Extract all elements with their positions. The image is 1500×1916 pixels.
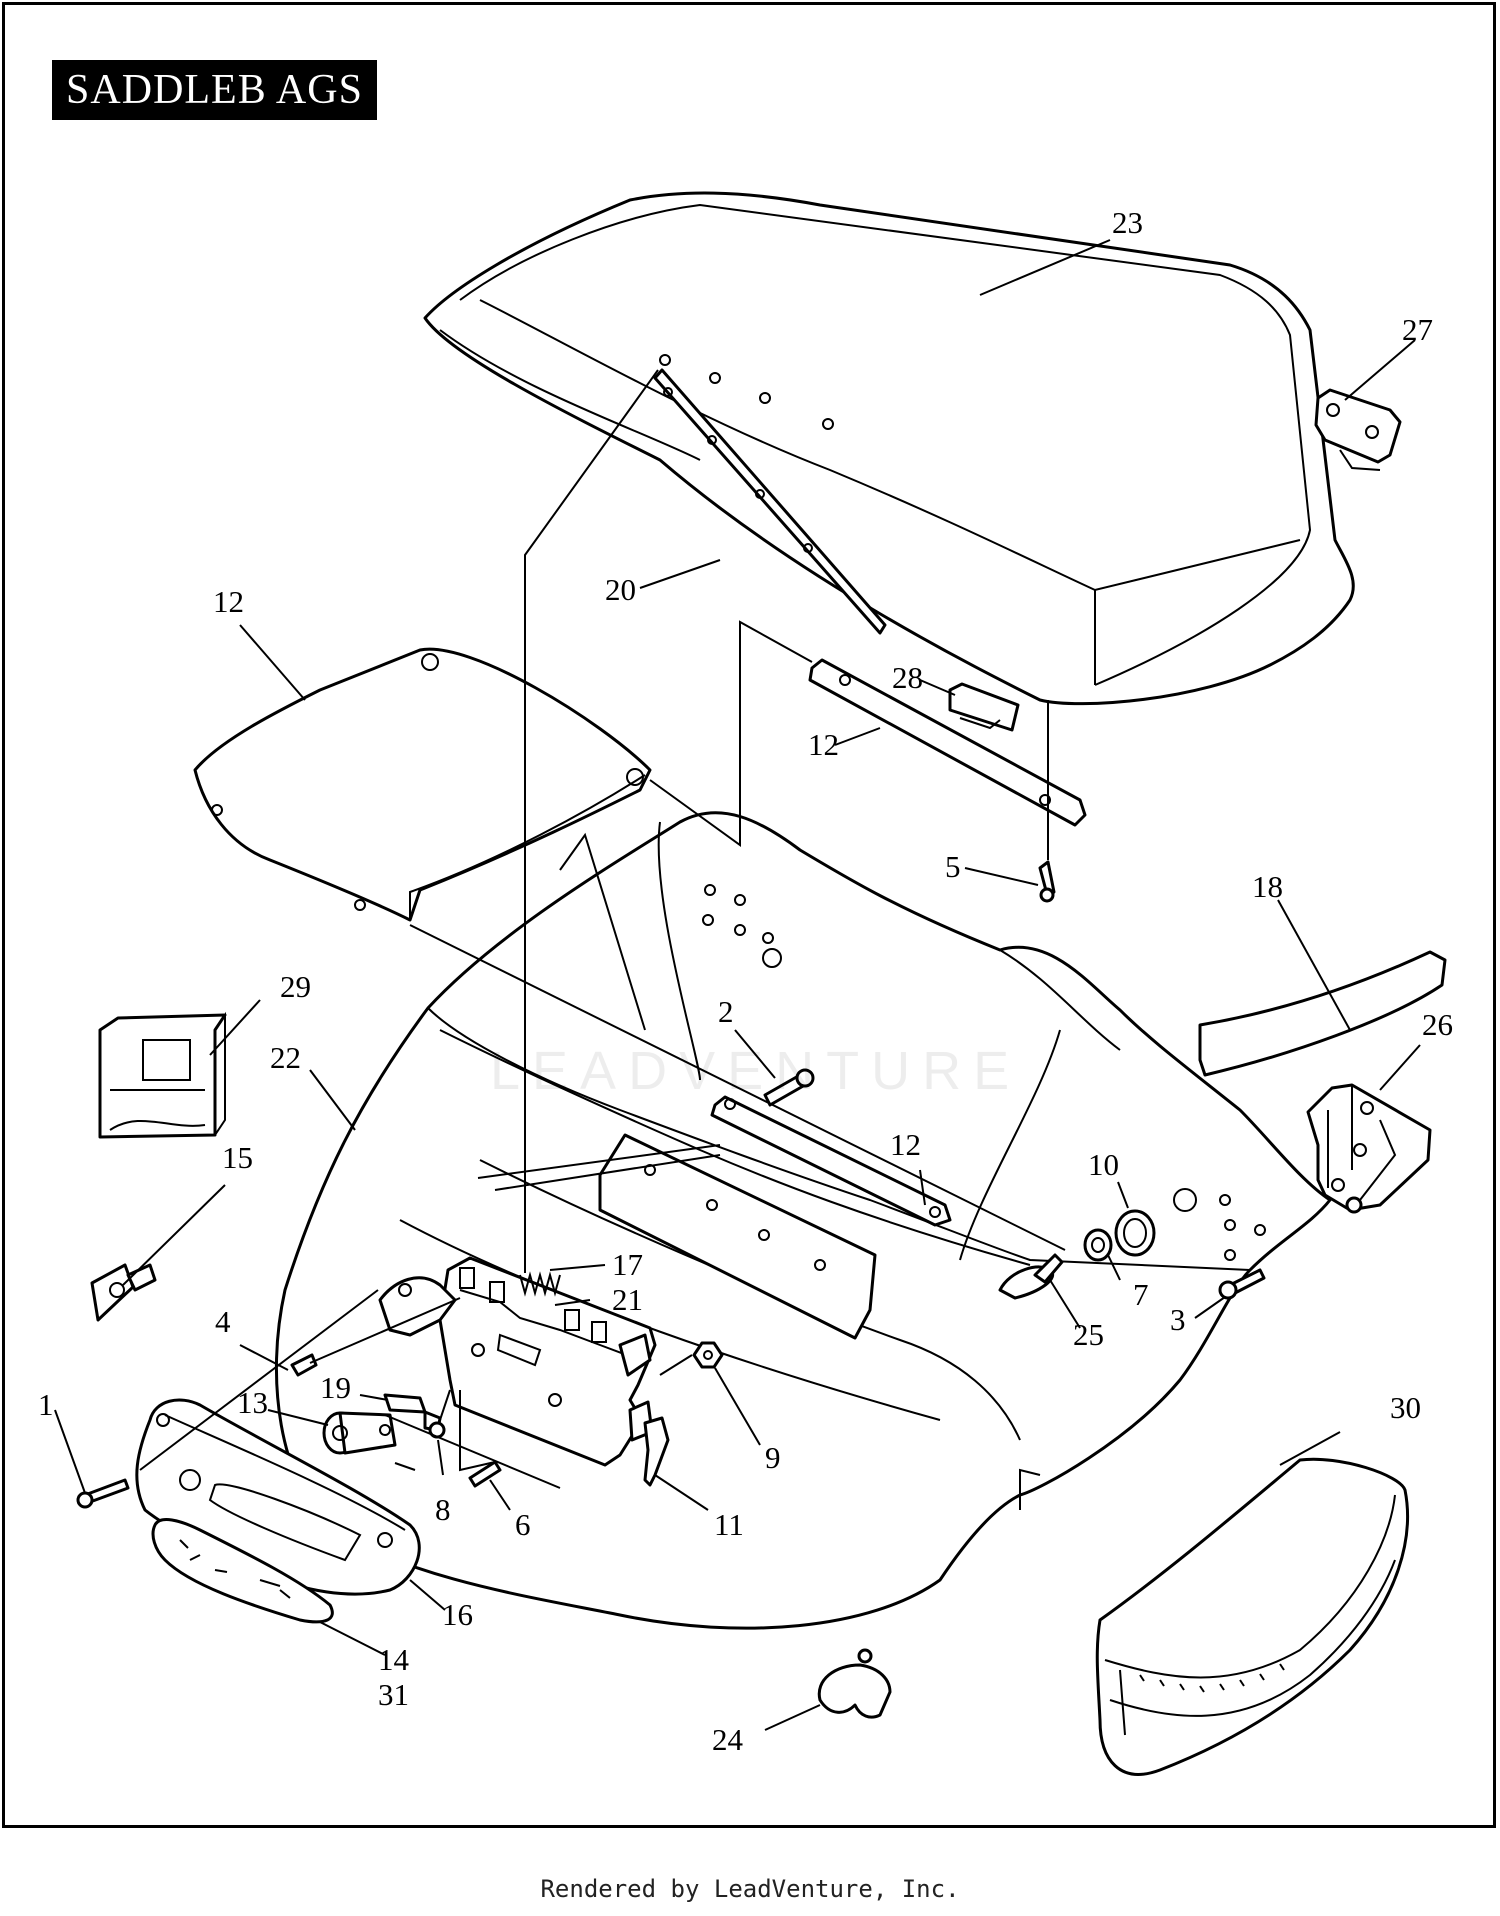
callout-23: 23 (1112, 205, 1143, 240)
inner-panel-part (598, 1133, 877, 1340)
watermark: LEADVENTURE (490, 1041, 1022, 1101)
clip-19-part (383, 1393, 442, 1432)
callout-27: 27 (1402, 312, 1433, 347)
lid-part (423, 191, 1355, 706)
washer-7-part (1083, 1228, 1113, 1262)
callout-31: 31 (378, 1677, 409, 1712)
callout-7: 7 (1133, 1277, 1149, 1312)
pad-upper-left-part (193, 647, 652, 922)
callout-10: 10 (1088, 1147, 1119, 1182)
callout-11: 11 (714, 1507, 744, 1542)
callout-13: 13 (237, 1385, 268, 1420)
lock-assembly-part (322, 1411, 397, 1455)
diagram-title: SADDLEB AGS (52, 60, 377, 120)
callout-3: 3 (1170, 1302, 1186, 1337)
callout-15: 15 (222, 1140, 253, 1175)
callout-18: 18 (1252, 869, 1283, 904)
latch-mechanism-part (438, 1256, 657, 1467)
lever-11-part (643, 1416, 670, 1487)
trim-strip-part (1198, 950, 1447, 1077)
callout-22: 22 (270, 1040, 301, 1075)
label-part (948, 682, 1020, 732)
callout-24: 24 (712, 1722, 744, 1757)
screw-6-part (468, 1460, 502, 1488)
nut-9-part (692, 1341, 724, 1369)
callout-8: 8 (435, 1492, 451, 1527)
callout-1: 1 (38, 1387, 54, 1422)
lock-cylinder-part (90, 1263, 157, 1322)
grommet-10-part (1114, 1209, 1156, 1257)
callout-17: 17 (612, 1247, 643, 1282)
callout-12-pad: 12 (213, 584, 244, 619)
callout-29: 29 (280, 969, 311, 1004)
reflector-part (151, 1518, 334, 1624)
lid-latch-bracket-part (1314, 388, 1402, 471)
latch-hook-plate-part (378, 1276, 457, 1337)
callout-14: 14 (378, 1642, 410, 1677)
callout-2: 2 (718, 994, 734, 1029)
callout-12-inner: 12 (890, 1127, 921, 1162)
callout-labels: 23 27 20 12 28 12 5 18 29 2 26 22 15 12 … (38, 205, 1453, 1757)
construction-lines (139, 369, 1066, 1489)
callout-5: 5 (945, 849, 961, 884)
liner-bag-part (1095, 1457, 1409, 1776)
screw-4-part (290, 1353, 318, 1377)
callout-4: 4 (215, 1304, 231, 1339)
callout-6: 6 (515, 1507, 531, 1542)
screw-3-part (1218, 1268, 1266, 1300)
callout-30: 30 (1390, 1390, 1421, 1425)
callout-28: 28 (892, 660, 923, 695)
screw-5-part (1038, 860, 1056, 903)
screw-1-part (76, 1478, 130, 1509)
callout-26: 26 (1422, 1007, 1453, 1042)
callout-16: 16 (442, 1597, 473, 1632)
clip-24-part (817, 1648, 892, 1719)
callout-21: 21 (612, 1282, 643, 1317)
hinge-strip-part (653, 368, 887, 635)
product-box-part (98, 1011, 227, 1139)
footer-credit: Rendered by LeadVenture, Inc. (540, 1875, 960, 1903)
callout-25: 25 (1073, 1317, 1104, 1352)
callout-20: 20 (605, 572, 636, 607)
callout-12-rail: 12 (808, 727, 839, 762)
pin-25-part (998, 1253, 1064, 1300)
callout-9: 9 (765, 1440, 781, 1475)
inner-rail-lower-part (710, 1095, 952, 1227)
hinge-bracket-part (1306, 1083, 1432, 1214)
top-rail-part (808, 658, 1087, 827)
screw-2-part (763, 1068, 815, 1107)
callout-19: 19 (320, 1370, 351, 1405)
callout-leaders (54, 239, 1421, 1731)
